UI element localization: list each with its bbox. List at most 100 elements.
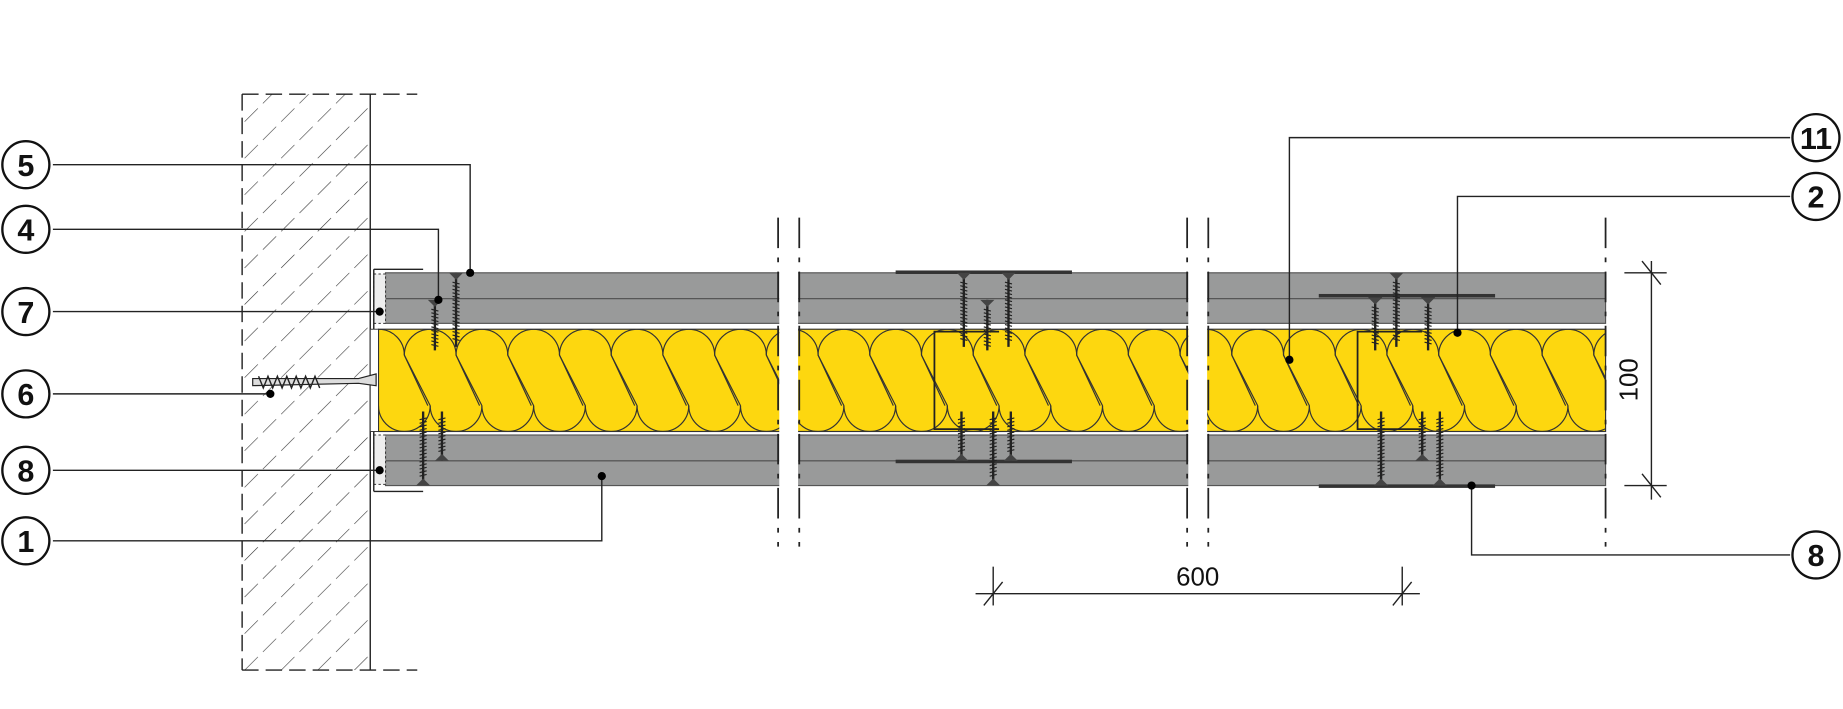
screw-thread — [989, 417, 997, 477]
insulation-fiber — [1438, 329, 1515, 406]
screw-thread — [1436, 417, 1444, 477]
callout-number: 11 — [1800, 122, 1832, 156]
dimension-600-label: 600 — [1176, 563, 1219, 591]
screw-head — [954, 453, 969, 461]
screw-thread — [1392, 281, 1401, 341]
insulation-fiber — [817, 329, 894, 406]
screw-icon — [954, 411, 969, 461]
insulation-fiber — [403, 329, 481, 406]
screw-icon — [980, 299, 995, 351]
insulation-fiber — [1231, 354, 1310, 432]
insulation-fiber — [1282, 329, 1360, 406]
insulation-fiber — [1593, 354, 1606, 380]
insulation-fiber — [1076, 329, 1153, 406]
dimension-stud-spacing: 600 — [975, 563, 1420, 606]
screw-head — [986, 478, 1001, 486]
dimension-wall-thickness: 100 — [1615, 260, 1667, 500]
insulation-fiber — [378, 404, 431, 432]
screw-thread — [1004, 281, 1013, 341]
screw-icon — [956, 272, 971, 347]
screw-head — [956, 272, 971, 280]
callout-8-right: 8 — [1791, 530, 1841, 580]
screw-thread — [957, 417, 966, 453]
screw-thread — [983, 308, 991, 347]
insulation-fiber — [558, 354, 638, 432]
stud-flange-bottom — [1318, 484, 1496, 488]
insulation-fiber — [507, 329, 584, 406]
insulation-fiber — [1334, 329, 1411, 406]
insulation-fiber — [610, 354, 690, 432]
screw-icon — [1374, 411, 1389, 486]
callout-number: 4 — [17, 213, 34, 247]
screw-icon — [1368, 297, 1383, 351]
screws — [416, 272, 1447, 486]
insulation-fiber — [1386, 354, 1466, 432]
callout-6: 6 — [1, 369, 51, 419]
callout-11: 11 — [1791, 112, 1841, 163]
insulation-fiber — [1024, 329, 1101, 406]
screw-head — [1368, 297, 1383, 305]
screw-icon — [1001, 272, 1016, 347]
callout-7: 7 — [1, 286, 51, 337]
callout-2: 2 — [1791, 171, 1841, 222]
callout-number: 8 — [1807, 539, 1824, 573]
break-lines — [777, 217, 1607, 547]
insulation-fiber — [1386, 329, 1463, 406]
gypsum-boards — [384, 272, 1607, 487]
screw-thread — [419, 417, 427, 477]
insulation-fiber — [455, 354, 535, 432]
screw-icon — [448, 272, 464, 347]
screw-head — [1374, 478, 1389, 486]
screw-thread — [438, 417, 446, 453]
leader-lines — [52, 136, 1791, 556]
insulation-fiber — [662, 329, 739, 406]
callout-number: 8 — [17, 454, 34, 488]
dimension-100-label: 100 — [1615, 358, 1643, 401]
stud-flange-top — [895, 270, 1072, 274]
insulation-fiber — [920, 329, 998, 406]
callout-number: 5 — [17, 149, 34, 183]
screw-icon — [416, 411, 431, 486]
screw-icon — [427, 299, 442, 351]
insulation-fiber — [1541, 329, 1606, 382]
screw-thread — [1418, 417, 1426, 453]
screw-thread — [431, 308, 439, 347]
insulation-fiber — [1076, 354, 1155, 432]
screw-thread — [1371, 306, 1379, 345]
steel-studs — [895, 270, 1496, 488]
insulation-fiber — [1438, 354, 1517, 432]
screw-thread — [1007, 417, 1015, 453]
insulation-fiber — [1024, 354, 1104, 432]
wall-anchor-icon — [252, 373, 377, 390]
insulation-fiber — [558, 329, 636, 406]
callout-number: 2 — [1807, 181, 1824, 215]
screw-icon — [1432, 411, 1447, 486]
insulation-fiber — [869, 354, 948, 432]
insulation-fiber — [610, 329, 687, 406]
screw-head — [416, 478, 431, 486]
callout-number: 6 — [17, 378, 34, 412]
screw-thread — [452, 281, 460, 341]
insulation-fiber — [403, 354, 483, 432]
insulation-fiber — [1489, 329, 1567, 406]
insulation-fiber — [378, 329, 429, 406]
stud-flange-top — [1318, 293, 1496, 298]
stud-flange-bottom — [895, 459, 1072, 464]
screw-head — [448, 272, 464, 280]
screw-icon — [1389, 272, 1404, 347]
screw-icon — [986, 411, 1001, 486]
insulation-fiber — [869, 329, 946, 406]
insulation-fiber — [714, 329, 791, 406]
screw-head — [1001, 272, 1016, 280]
insulation-fiber — [1593, 332, 1606, 356]
insulation-fiber — [455, 329, 532, 406]
screw-icon — [1421, 297, 1436, 351]
screw-head — [1003, 453, 1018, 461]
insulation-fiber — [972, 329, 1049, 406]
insulation-fiber — [1489, 354, 1569, 432]
callout-4: 4 — [1, 204, 51, 255]
screw-icon — [1415, 411, 1430, 461]
callout-5: 5 — [1, 139, 51, 190]
screw-icon — [1003, 411, 1018, 461]
